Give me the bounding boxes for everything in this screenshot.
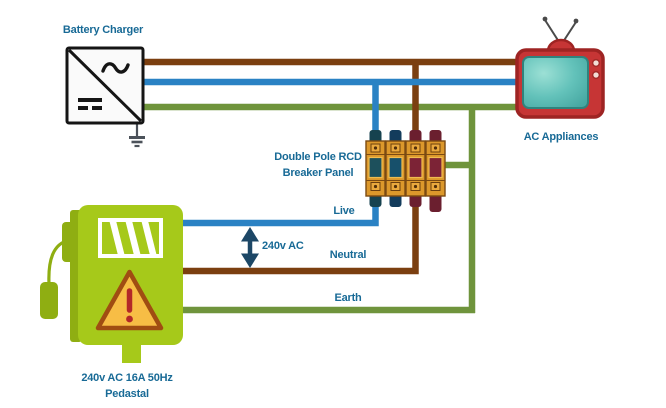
live-wire-label-text: Live <box>333 205 355 217</box>
battery-meter-icon <box>98 218 163 258</box>
double-headed-arrow-icon <box>241 227 259 268</box>
pedestal-cable <box>47 238 70 285</box>
neutral-wire-label: Neutral <box>308 248 388 264</box>
pedestal-label-line1: 240v AC 16A 50Hz <box>81 372 173 384</box>
tv-knob <box>591 70 601 80</box>
earth-wire-label: Earth <box>308 291 388 307</box>
breaker-module-4 <box>425 130 446 212</box>
neutral-wire-label-text: Neutral <box>329 249 367 261</box>
earth-wire-label-text: Earth <box>334 292 362 304</box>
tv-icon <box>515 16 605 119</box>
battery-charger-label: Battery Charger <box>38 23 168 39</box>
inverter-charger-icon <box>65 46 145 125</box>
tv-knob <box>591 58 601 68</box>
neutral-wire-pedestal-run <box>175 200 419 275</box>
breaker-module-2 <box>385 130 406 207</box>
pedestal-plug-handle <box>40 282 58 319</box>
dc-symbol-glyph <box>78 98 102 110</box>
earth-ground-icon <box>129 121 145 148</box>
ac-sine-glyph <box>101 62 130 74</box>
breaker-modules-icon <box>365 130 446 212</box>
breaker-panel-label-line2: Breaker Panel <box>282 166 354 179</box>
voltage-annotation: 240v AC <box>262 239 352 255</box>
breaker-panel-label-line1: Double Pole RCD <box>274 151 362 163</box>
tv-screen <box>522 56 589 109</box>
live-wire-label: Live <box>304 204 384 220</box>
breaker-module-1 <box>365 130 386 207</box>
ac-appliances-label: AC Appliances <box>496 130 626 146</box>
battery-charger-label-text: Battery Charger <box>62 24 144 36</box>
power-pedestal-icon <box>40 205 183 363</box>
pedestal-label-line2: Pedastal <box>105 387 149 400</box>
live-wire-pedestal-run <box>175 200 379 227</box>
breaker-panel-label: Double Pole RCD Breaker Panel <box>253 150 383 181</box>
warning-triangle-icon <box>95 269 164 331</box>
breaker-module-3 <box>405 130 426 207</box>
voltage-annotation-text: 240v AC <box>262 240 304 252</box>
ac-appliances-label-text: AC Appliances <box>523 131 599 143</box>
pedestal-label: 240v AC 16A 50Hz Pedastal <box>47 371 207 402</box>
